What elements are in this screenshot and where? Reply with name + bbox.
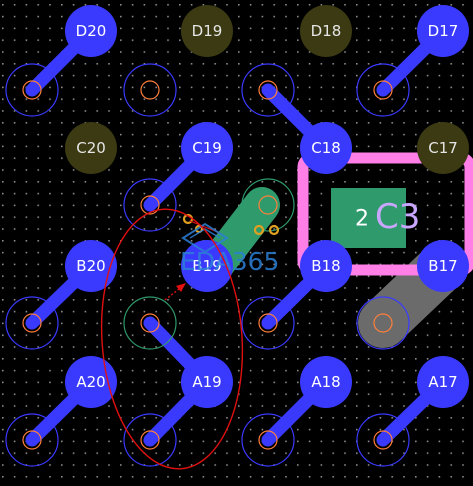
drill-d-row	[5, 63, 410, 117]
drill-ring-outer	[123, 178, 177, 232]
drill-hole	[22, 430, 42, 450]
drill-hole	[258, 313, 278, 333]
drill-ring-outer	[356, 413, 410, 467]
drill-ring-outer	[123, 296, 177, 350]
component-silkscreen-outline	[297, 152, 473, 276]
pad-label: C18	[311, 139, 341, 157]
pad-label: B19	[192, 257, 221, 275]
pad-label: B17	[428, 257, 457, 275]
pad-label: A18	[311, 373, 340, 391]
pad-circle[interactable]	[300, 5, 352, 57]
pad-c19[interactable]: C19	[181, 122, 233, 174]
drill-hole	[140, 313, 160, 333]
drill-hole	[140, 80, 160, 100]
drill-hole	[373, 313, 393, 333]
via[interactable]	[253, 224, 265, 236]
pad-circle[interactable]	[181, 5, 233, 57]
pad-a18[interactable]: A18	[300, 356, 352, 408]
pad-a17[interactable]: A17	[417, 356, 469, 408]
drill-ring-outer	[5, 296, 59, 350]
pad-circle[interactable]	[300, 356, 352, 408]
drill-hole	[373, 80, 393, 100]
pad-label: C19	[192, 139, 222, 157]
pad-c17[interactable]: C17	[417, 122, 469, 174]
drill-hole	[140, 195, 160, 215]
drill-hole	[22, 313, 42, 333]
component-pin-label: 2	[355, 207, 369, 232]
pad-circle[interactable]	[65, 240, 117, 292]
pad-label: A17	[428, 373, 457, 391]
pad-label: D20	[76, 22, 107, 40]
annotation-ellipse	[100, 208, 244, 470]
pad-circle[interactable]	[65, 356, 117, 408]
pad-circle[interactable]	[300, 240, 352, 292]
pad-b18[interactable]: B18	[300, 240, 352, 292]
drill-hole	[140, 430, 160, 450]
drill-ring-outer	[123, 63, 177, 117]
pad-circle[interactable]	[181, 122, 233, 174]
logo-text: EDA365	[180, 247, 279, 276]
drill-hole	[22, 80, 42, 100]
pad-c18[interactable]: C18	[300, 122, 352, 174]
pad-circle[interactable]	[65, 122, 117, 174]
pad-b20[interactable]: B20	[65, 240, 117, 292]
drill-holes	[5, 63, 410, 467]
pad-circle[interactable]	[417, 122, 469, 174]
drill-ring-outer	[356, 63, 410, 117]
pad-circle[interactable]	[417, 356, 469, 408]
arrow-head-icon	[176, 283, 186, 292]
logo-mark-inner-icon	[189, 228, 221, 239]
pad-d18[interactable]: D18	[300, 5, 352, 57]
component-pad[interactable]	[331, 188, 406, 248]
drill-ring-outer	[5, 63, 59, 117]
eda365-logo: EDA365	[180, 222, 279, 276]
drill-hole	[258, 80, 278, 100]
pad-label: D17	[428, 22, 459, 40]
pad-label: A19	[192, 373, 221, 391]
pad-label: B20	[76, 257, 105, 275]
drill-ring-outer	[123, 413, 177, 467]
pad-label: D19	[192, 22, 223, 40]
pad-label: B18	[311, 257, 340, 275]
pad-circle[interactable]	[65, 5, 117, 57]
pad-circle[interactable]	[300, 122, 352, 174]
pad-label: D18	[311, 22, 342, 40]
drill-b-row	[5, 296, 410, 350]
annotation-arrow	[164, 283, 186, 301]
pad-label: C17	[428, 139, 458, 157]
drill-a-row	[5, 413, 410, 467]
pad-circle[interactable]	[417, 5, 469, 57]
pad-label: C20	[76, 139, 106, 157]
component-designator: C3	[375, 197, 420, 237]
drill-hole	[258, 195, 278, 215]
pad-d17[interactable]: D17	[417, 5, 469, 57]
drill-ring-outer	[356, 296, 410, 350]
pad-circle[interactable]	[417, 240, 469, 292]
drill-ring-outer	[5, 413, 59, 467]
drill-ring-outer	[241, 63, 295, 117]
drill-c-row	[123, 178, 295, 232]
drill-hole	[258, 430, 278, 450]
pad-a20[interactable]: A20	[65, 356, 117, 408]
pad-a19[interactable]: A19	[181, 356, 233, 408]
drill-hole	[373, 430, 393, 450]
pad-d20[interactable]: D20	[65, 5, 117, 57]
via[interactable]	[268, 224, 280, 236]
pad-d19[interactable]: D19	[181, 5, 233, 57]
pad-b17[interactable]: B17	[417, 240, 469, 292]
drill-ring-outer	[241, 296, 295, 350]
logo-mark-icon	[181, 222, 229, 254]
pad-label: A20	[76, 373, 105, 391]
drill-ring-outer	[241, 178, 295, 232]
pad-circle[interactable]	[181, 356, 233, 408]
pad-c20[interactable]: C20	[65, 122, 117, 174]
drill-ring-outer	[241, 413, 295, 467]
